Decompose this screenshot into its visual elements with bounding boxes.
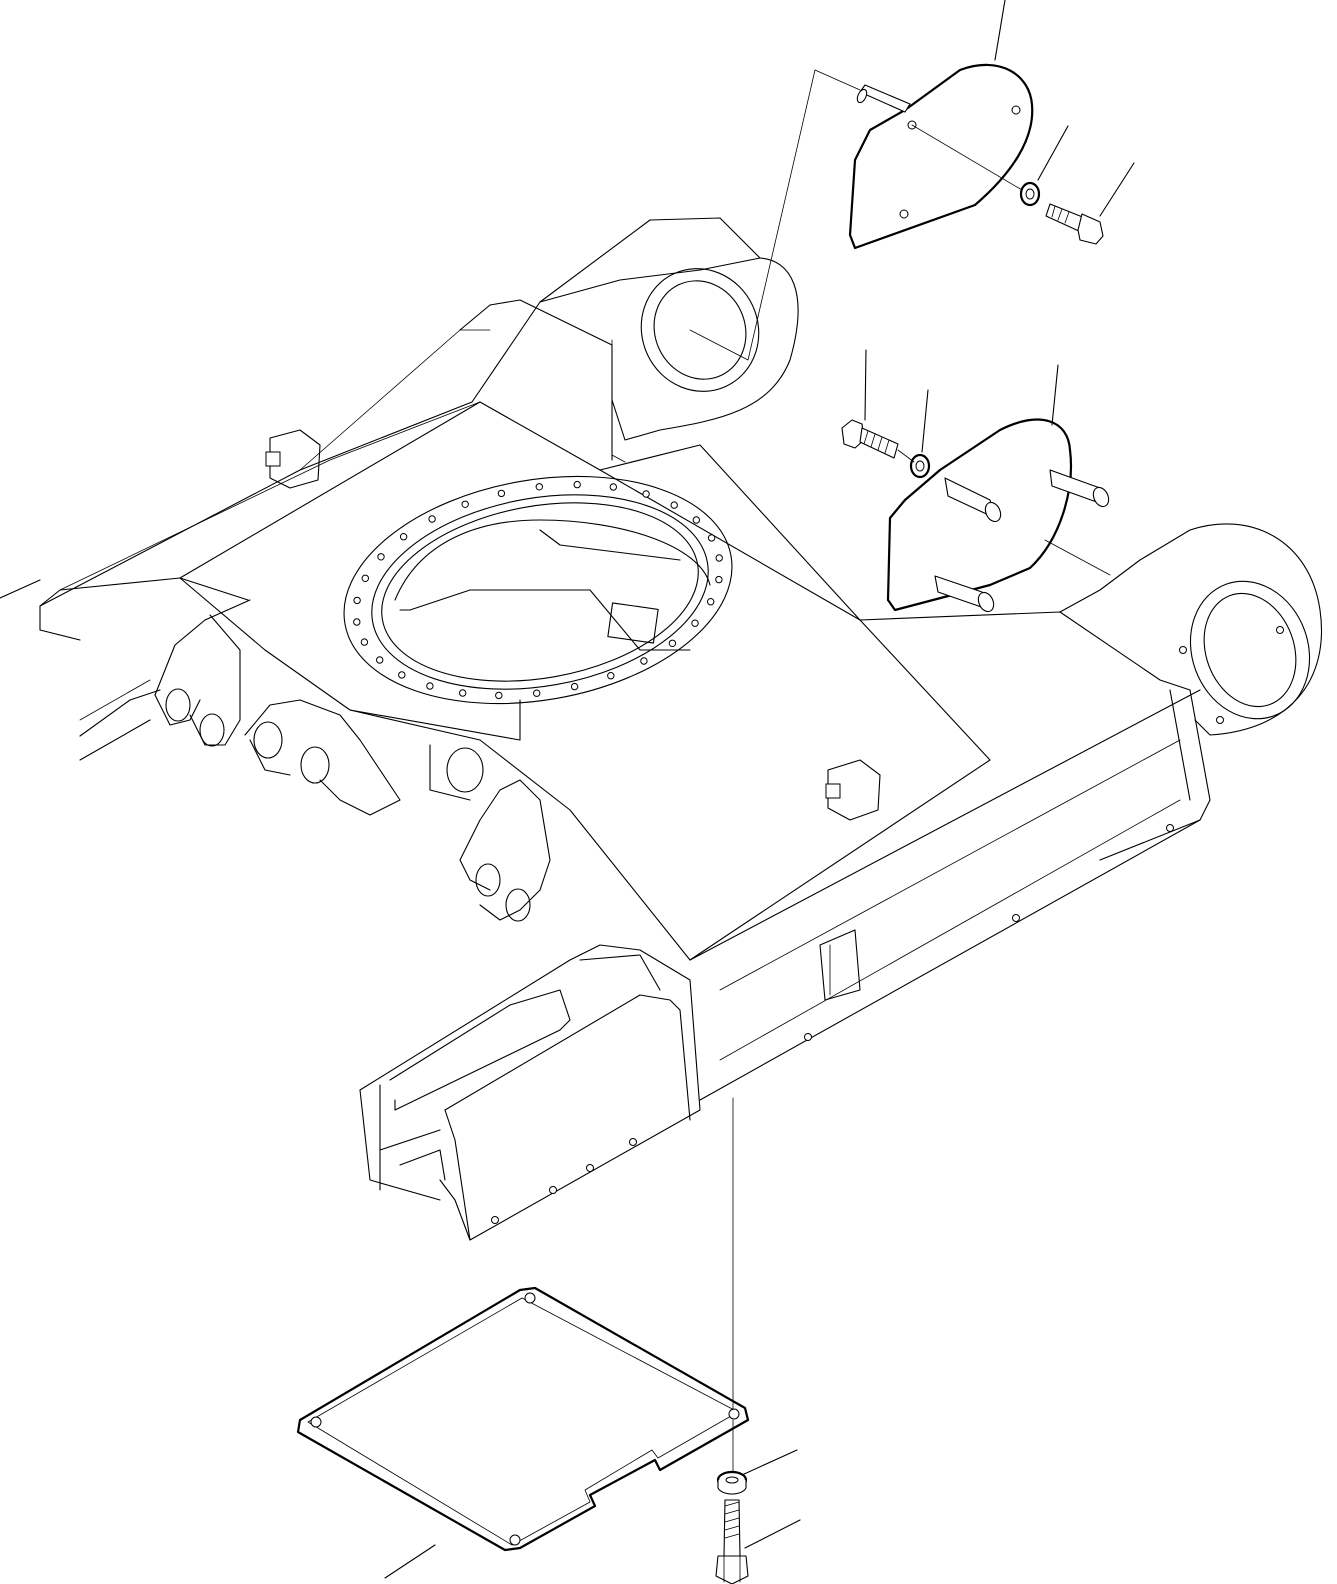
upper-bolt: [1045, 203, 1104, 245]
upper-cover-plate: [848, 63, 1034, 250]
bolt-hole: [640, 657, 648, 665]
bolt-hole: [535, 483, 543, 491]
bolt-hole: [570, 682, 579, 691]
under-cover-plate: [296, 1286, 750, 1552]
bolt-hole: [642, 490, 650, 498]
callout-leader-track-frame: [0, 579, 41, 599]
bolt-hole: [428, 515, 436, 523]
callout-leader-under-cover-plate: [384, 1544, 436, 1579]
callout-leaders: [0, 0, 1135, 1579]
callout-leader-middle-bolt: [864, 349, 867, 421]
bolt-hole: [691, 619, 699, 627]
callout-leader-upper-bolt: [1099, 162, 1135, 217]
middle-bolt: [841, 419, 899, 459]
bolt-hole: [715, 554, 723, 562]
bolt-hole: [533, 689, 541, 697]
callout-leader-middle-washer: [921, 389, 929, 453]
lower-washer: [716, 1470, 748, 1495]
callout-leader-upper-cover-plate: [994, 0, 1006, 61]
bolt-hole: [715, 575, 723, 584]
bolt-hole: [707, 534, 716, 542]
bolt-hole: [353, 596, 361, 605]
middle-washer: [909, 453, 931, 479]
bolt-hole: [398, 671, 406, 679]
bolt-hole: [497, 489, 506, 498]
callout-leader-upper-washer: [1037, 125, 1069, 181]
bolt-hole: [670, 501, 678, 509]
bolt-hole: [360, 638, 369, 646]
callout-leader-lower-washer: [741, 1449, 798, 1476]
bolt-hole: [376, 656, 384, 664]
track-frame: [39, 217, 1322, 1241]
bolt-hole: [707, 598, 715, 606]
bolt-hole: [377, 553, 385, 561]
middle-cover-plate: [886, 418, 1110, 613]
bolt-hole: [573, 480, 581, 489]
bolt-hole: [668, 639, 677, 647]
bolt-hole: [353, 618, 361, 626]
callout-leader-middle-cover-plate: [1051, 364, 1059, 426]
bolt-hole: [459, 689, 467, 697]
bolt-hole: [461, 500, 469, 508]
swing-circle-bolt-holes: [353, 480, 723, 700]
bolt-hole: [426, 682, 434, 690]
bolt-hole: [495, 691, 503, 700]
lower-bolt: [715, 1499, 749, 1584]
upper-washer: [1019, 181, 1041, 207]
bolt-hole: [361, 574, 369, 582]
callout-leader-lower-bolt: [744, 1519, 801, 1549]
bolt-hole: [692, 516, 700, 524]
assembly-lines: [689, 69, 1111, 1473]
bolt-hole: [609, 483, 617, 491]
bolt-hole: [607, 672, 615, 680]
bolt-hole: [399, 533, 408, 541]
